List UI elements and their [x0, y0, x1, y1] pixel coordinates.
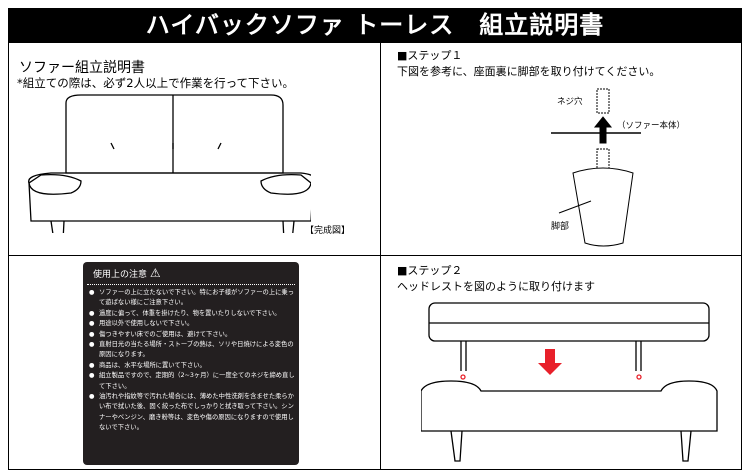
sofa-body-label: （ソファー本体）	[617, 121, 686, 131]
overview-panel: ソファー組立説明書 *組立ての際は、必ず2人以上で作業を行って下さい。 【完成図…	[8, 42, 381, 256]
screw-hole-label: ネジ穴	[557, 97, 583, 107]
notice-item: ソファーの上に立たないで下さい。特にお子様がソファーの上に乗って遊ばない様にご注…	[89, 288, 295, 309]
notice-item: 商品は、水平な場所に置いて下さい。	[89, 361, 295, 372]
page-title: ハイバックソファ トーレス 組立説明書	[8, 8, 742, 42]
usage-notice-box: 使用上の注意 ⚠ ソファーの上に立たないで下さい。特にお子様がソファーの上に乗っ…	[83, 262, 299, 465]
notice-heading: 使用上の注意 ⚠	[93, 266, 161, 280]
step2-text: ヘッドレストを図のように取り付けます	[397, 280, 595, 293]
step1-text: 下図を参考に、座面裏に脚部を取り付けてください。	[397, 65, 661, 78]
notice-item: 油汚れや指紋等で汚れた場合には、薄めた中性洗剤を含ませた柔らかい布で拭いた後、固…	[89, 392, 295, 434]
notice-item: 傷つきやすい床でのご使用は、避けて下さい。	[89, 330, 295, 341]
leg-diagram	[551, 88, 641, 247]
notice-divider	[87, 284, 295, 285]
step1-panel: ■ステップ１ 下図を参考に、座面裏に脚部を取り付けてください。 ネジ穴 （ソファ…	[380, 42, 742, 256]
notice-item: 組立製品ですので、定期的（2~3ヶ月）に一度全てのネジを締め直して下さい。	[89, 371, 295, 392]
step2-heading: ■ステップ２	[397, 264, 463, 277]
notice-heading-text: 使用上の注意	[93, 270, 148, 280]
notice-list: ソファーの上に立たないで下さい。特にお子様がソファーの上に乗って遊ばない様にご注…	[89, 288, 295, 434]
notice-item: 用途以外で使用しないで下さい。	[89, 319, 295, 330]
headrest-diagram	[421, 302, 718, 462]
step2-panel: ■ステップ２ ヘッドレストを図のように取り付けます	[380, 255, 742, 470]
warning-icon: ⚠	[149, 266, 161, 280]
leg-label: 脚部	[551, 222, 570, 232]
notice-item: 過度に偏って、体重を掛けたり、物を置いたりしないで下さい。	[89, 309, 295, 320]
sofa-illustration	[28, 94, 311, 233]
overview-heading: ソファー組立説明書	[19, 60, 145, 76]
step1-heading: ■ステップ１	[397, 49, 463, 62]
notice-item: 直射日光の当たる場所・ストーブの熱は、ソリや日焼けによる変色の原因になります。	[89, 340, 295, 361]
completed-caption: 【完成図】	[305, 226, 351, 236]
overview-note: *組立ての際は、必ず2人以上で作業を行って下さい。	[17, 76, 294, 90]
